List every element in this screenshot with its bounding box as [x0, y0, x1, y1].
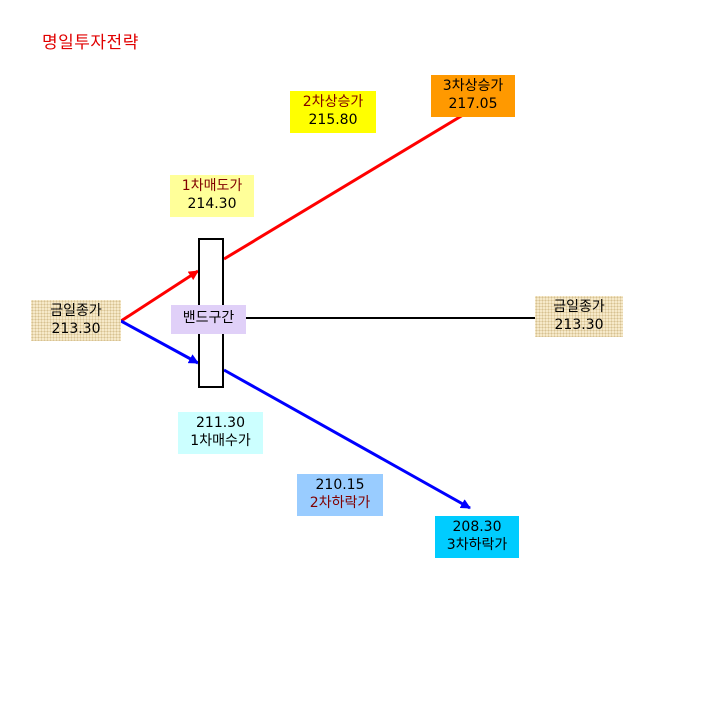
today-close-left-box: 금일종가 213.30 [31, 300, 121, 341]
page-title: 명일투자전략 [42, 33, 139, 53]
up3-label: 3차상승가 [442, 78, 504, 94]
up-arrow-short [120, 269, 199, 323]
up2-value: 215.80 [308, 112, 358, 128]
down2-box: 210.15 2차하락가 [297, 474, 383, 516]
buy1-label: 1차매수가 [190, 433, 251, 449]
today-close-right-value: 213.30 [554, 317, 604, 333]
today-close-right-box: 금일종가 213.30 [535, 296, 623, 337]
down3-box: 208.30 3차하락가 [435, 516, 519, 558]
up2-label: 2차상승가 [302, 94, 364, 110]
sell1-box: 1차매도가 214.30 [170, 175, 254, 217]
down3-label: 3차하락가 [446, 537, 508, 553]
sell1-value: 214.30 [187, 196, 237, 212]
down2-value: 210.15 [315, 477, 365, 493]
band-label: 밴드구간 [182, 310, 235, 326]
down3-value: 208.30 [452, 519, 502, 535]
up3-box: 3차상승가 217.05 [431, 75, 515, 117]
buy1-value: 211.30 [196, 415, 245, 431]
down2-label: 2차하락가 [309, 495, 371, 511]
buy1-box: 211.30 1차매수가 [178, 412, 263, 454]
up-arrow-long [223, 113, 464, 261]
down-arrow-short [120, 319, 199, 365]
today-close-right-label: 금일종가 [553, 299, 605, 315]
today-close-left-value: 213.30 [51, 321, 101, 337]
up3-value: 217.05 [448, 96, 498, 112]
up2-box: 2차상승가 215.80 [290, 91, 376, 133]
today-close-left-label: 금일종가 [50, 303, 102, 319]
sell1-label: 1차매도가 [181, 178, 243, 194]
down-arrow-long [223, 368, 471, 510]
band-label-box: 밴드구간 [171, 305, 246, 334]
